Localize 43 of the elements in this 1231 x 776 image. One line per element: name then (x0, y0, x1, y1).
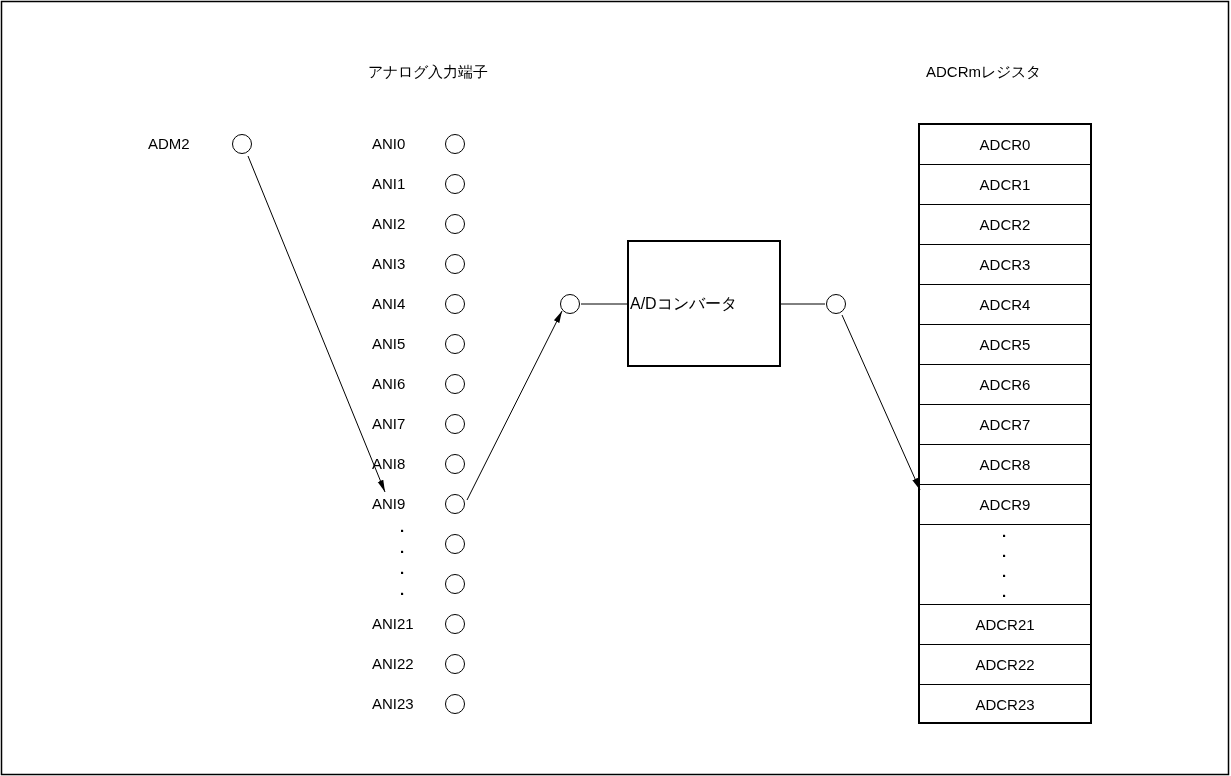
pin-label: ANI2 (372, 215, 406, 233)
block-label: A/Dコンバータ (630, 295, 737, 313)
ellipsis-dot: . (400, 539, 405, 557)
ellipsis-dot: . (1002, 563, 1007, 581)
register-cell: ADCR22 (920, 644, 1090, 684)
pin-label: ANI3 (372, 255, 406, 273)
connector-line (580, 303, 628, 305)
pin-label: ANI4 (372, 295, 406, 313)
register-cell: ADCR3 (920, 244, 1090, 284)
ellipsis-dot: . (1002, 583, 1007, 601)
ellipsis-dot: . (400, 560, 405, 578)
register-cell: ADCR9 (920, 484, 1090, 524)
ellipsis-dot: . (400, 581, 405, 599)
register-cell: ADCR1 (920, 164, 1090, 204)
pin-label: ANI5 (372, 335, 406, 353)
register-cell: ADCR4 (920, 284, 1090, 324)
arrow (247, 155, 386, 493)
connector-line (780, 303, 826, 305)
pin-label: ANI21 (372, 615, 414, 633)
pin-label: ANI23 (372, 695, 414, 713)
pin-label: ANI7 (372, 415, 406, 433)
ellipsis-dot: . (1002, 543, 1007, 561)
register-cell: ADCR21 (920, 604, 1090, 644)
pin-label: ANI22 (372, 655, 414, 673)
register-cell: ADCR6 (920, 364, 1090, 404)
register-cell: ADCR7 (920, 404, 1090, 444)
pin-label: ANI8 (372, 455, 406, 473)
pin-label: ANI6 (372, 375, 406, 393)
group-heading: アナログ入力端子 (368, 63, 488, 81)
ellipsis-dot: . (1002, 523, 1007, 541)
pin-label: ANI1 (372, 175, 406, 193)
register-cell: ADCR2 (920, 204, 1090, 244)
register-cell: ADCR23 (920, 684, 1090, 724)
table-heading: ADCRmレジスタ (926, 63, 1041, 81)
pin-label: ADM2 (148, 135, 190, 153)
converter-block (627, 240, 781, 367)
register-cell: ADCR8 (920, 444, 1090, 484)
arrow (466, 310, 563, 501)
pin-label: ANI0 (372, 135, 406, 153)
pin-label: ANI9 (372, 495, 406, 513)
register-cell: ADCR0 (920, 124, 1090, 164)
ellipsis-dot: . (400, 518, 405, 536)
register-cell: ADCR5 (920, 324, 1090, 364)
